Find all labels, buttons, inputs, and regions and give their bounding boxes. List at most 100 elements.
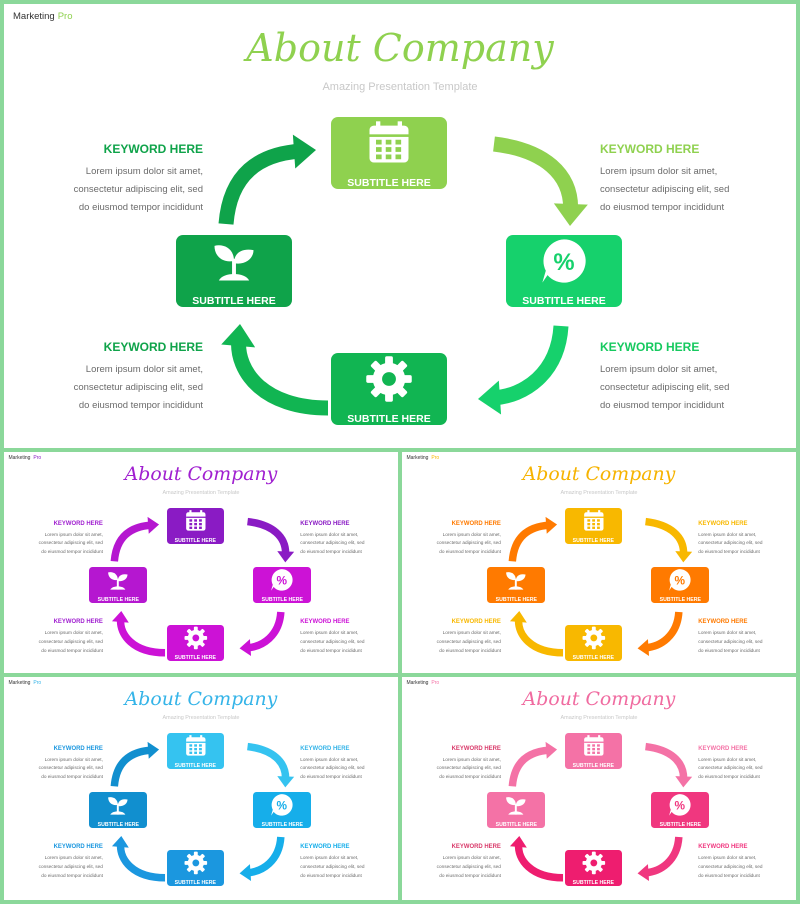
keyword-heading-bl: KEYWORD HERE [53,618,103,625]
gear-icon [184,627,207,650]
step-label-left: SUBTITLE HERE [495,596,537,603]
gear-icon [184,852,207,875]
page-subtitle: Amazing Presentation Template [322,81,478,93]
body-text-br-1: Lorem ipsum dolor sit amet, [600,364,718,375]
keyword-heading-tl: KEYWORD HERE [451,520,501,527]
step-label-left: SUBTITLE HERE [97,821,139,828]
step-label-top: SUBTITLE HERE [572,762,614,769]
step-label-top: SUBTITLE HERE [174,762,216,769]
body-text-tl-2: consectetur adipiscing elit, sed [436,766,501,772]
cycle-step-top: SUBTITLE HERE [564,508,623,544]
body-text-tl-3: do eiusmod tempor incididunt [41,550,103,556]
sprout-icon [506,571,526,590]
step-label-left: SUBTITLE HERE [192,295,276,307]
brand-suffix: Pro [431,680,440,687]
keyword-heading-bl: KEYWORD HERE [451,618,501,625]
arrow-top-to-right [246,742,295,788]
arrow-top-to-right [246,517,295,563]
keyword-heading-bl: KEYWORD HERE [53,843,103,850]
keyword-heading-tl: KEYWORD HERE [451,745,501,752]
gear-icon [582,852,605,875]
cycle-step-right: % SUBTITLE HERE [253,791,312,828]
percent-bubble-icon: % [542,239,586,283]
keyword-heading-br: KEYWORD HERE [600,340,700,354]
body-text-tr-1: Lorem ipsum dolor sit amet, [300,532,359,538]
body-text-bl-2: consectetur adipiscing elit, sed [436,864,501,870]
page-subtitle: Amazing Presentation Template [162,490,240,497]
arrow-right-to-bottom [478,325,569,415]
brand-suffix: Pro [33,680,42,687]
keyword-heading-tr: KEYWORD HERE [698,520,748,527]
arrow-top-to-right [492,136,588,226]
body-text-br-1: Lorem ipsum dolor sit amet, [300,630,359,636]
cycle-step-right: %SUBTITLE HERE [651,791,710,828]
body-text-tr-3: do eiusmod tempor incididunt [600,202,725,213]
arrow-right-to-bottom [637,611,683,657]
percent-bubble-icon: % [271,793,294,816]
cycle-step-left: SUBTITLE HERE [487,566,546,603]
keyword-heading-tr: KEYWORD HERE [300,520,350,527]
cycle-step-right: % SUBTITLE HERE [506,235,622,307]
cycle-arrows [110,741,295,882]
body-text-tr-1: Lorem ipsum dolor sit amet, [698,532,757,538]
body-text-bl-1: Lorem ipsum dolor sit amet, [44,855,103,861]
calendar-icon [583,510,604,531]
body-text-bl-2: consectetur adipiscing elit, sed [436,639,501,645]
cycle-step-left: SUBTITLE HERE [487,791,546,828]
step-label-right: SUBTITLE HERE [522,295,606,307]
percent-bubble-icon: % [669,568,692,591]
cycle-arrows [218,134,588,416]
body-text-tl-1: Lorem ipsum dolor sit amet, [442,532,501,538]
percent-bubble-icon: % [271,568,294,591]
cycle-arrows [110,516,295,657]
body-text-br-2: consectetur adipiscing elit, sed [600,382,730,393]
keyword-heading-tr: KEYWORD HERE [300,745,350,752]
calendar-icon [583,735,604,756]
body-text-tr-2: consectetur adipiscing elit, sed [300,541,365,547]
body-text-br-2: consectetur adipiscing elit, sed [300,639,365,645]
body-text-bl-3: do eiusmod tempor incididunt [439,873,501,879]
step-label-top: SUBTITLE HERE [572,537,614,544]
body-text-tl-2: consectetur adipiscing elit, sed [38,766,103,772]
cycle-arrows [508,741,693,882]
body-text-br-3: do eiusmod tempor incididunt [698,873,760,879]
brand-name: Marketing [8,455,31,462]
sprout-icon [108,796,128,815]
brand-name: Marketing [406,680,429,687]
step-label-top: SUBTITLE HERE [174,537,216,544]
gear-icon [582,627,605,650]
cycle-step-top: SUBTITLE HERE [166,508,225,544]
body-text-tr-3: do eiusmod tempor incididunt [698,775,760,781]
arrow-left-to-top [508,741,558,787]
calendar-icon [185,510,206,531]
arrow-left-to-top [218,134,316,225]
svg-text:%: % [553,249,574,276]
step-label-right: SUBTITLE HERE [261,596,303,603]
step-label-left: SUBTITLE HERE [495,821,537,828]
arrow-bottom-to-left [111,836,166,882]
arrow-left-to-top [110,516,160,562]
body-text-tl-3: do eiusmod tempor incididunt [41,775,103,781]
body-text-br-1: Lorem ipsum dolor sit amet, [300,855,359,861]
keyword-heading-tr: KEYWORD HERE [698,745,748,752]
arrow-left-to-top [110,741,160,787]
body-text-tl-2: consectetur adipiscing elit, sed [73,184,203,195]
percent-bubble-icon: % [669,793,692,816]
svg-text:%: % [675,798,686,812]
keyword-heading-tl: KEYWORD HERE [103,142,203,156]
svg-text:%: % [277,798,288,812]
cycle-step-left: SUBTITLE HERE [176,235,292,307]
body-text-bl-3: do eiusmod tempor incididunt [78,400,203,411]
body-text-br-2: consectetur adipiscing elit, sed [698,864,763,870]
step-label-right: SUBTITLE HERE [261,821,303,828]
keyword-heading-br: KEYWORD HERE [300,843,350,850]
svg-text:%: % [277,573,288,587]
body-text-tr-3: do eiusmod tempor incididunt [698,550,760,556]
step-label-bottom: SUBTITLE HERE [347,413,431,425]
cycle-arrows [508,516,693,657]
